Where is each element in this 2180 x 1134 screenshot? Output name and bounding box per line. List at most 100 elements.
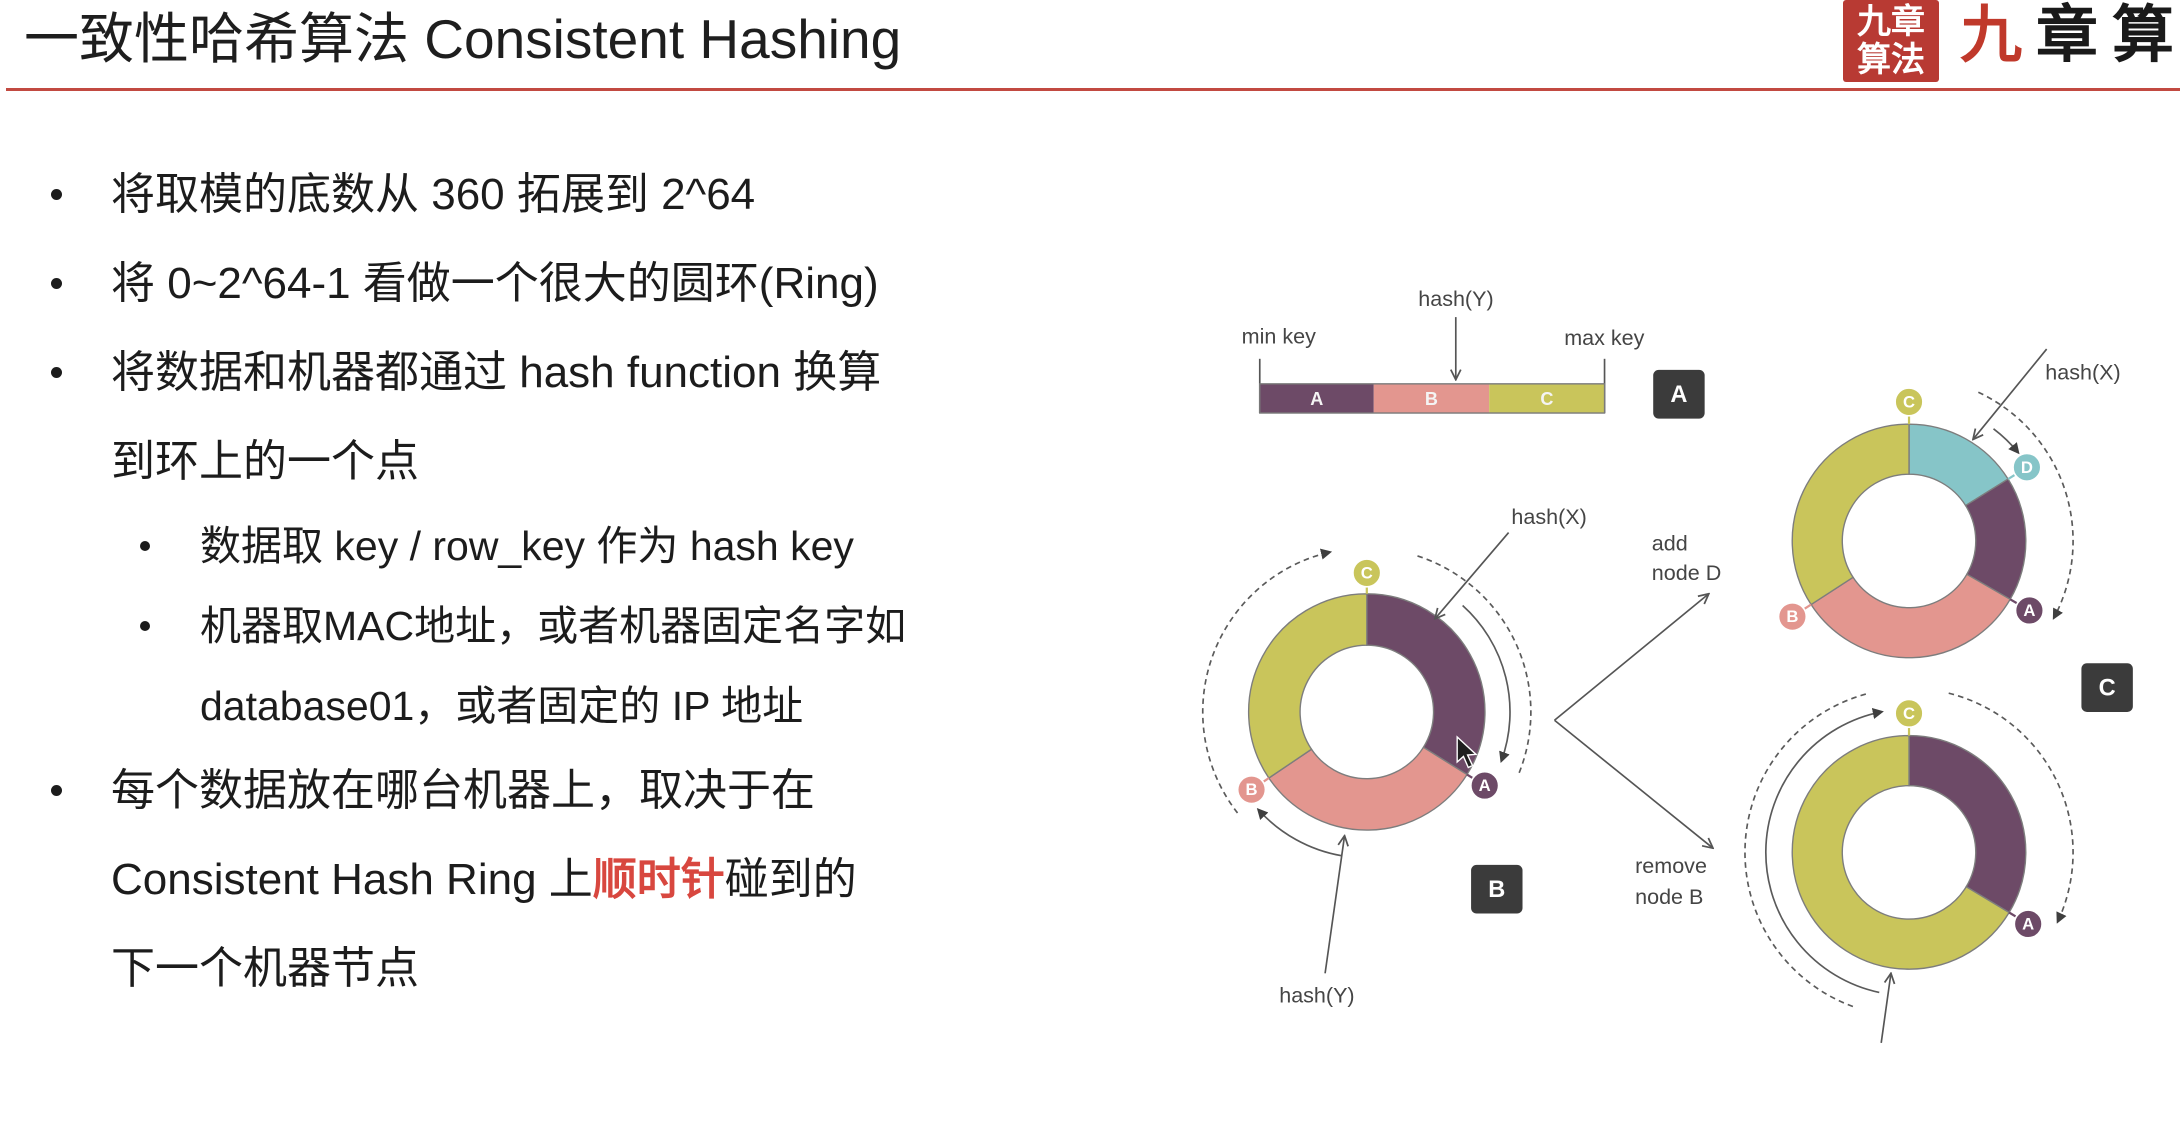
node-a-marker bbox=[2014, 595, 2045, 626]
bullet-text: 将取模的底数从 360 拓展到 2^64 bbox=[111, 170, 756, 219]
min-key-label: min key bbox=[1242, 325, 1316, 349]
highlight-text: 顺时针 bbox=[592, 855, 725, 904]
clockwise-arrow-arc bbox=[1462, 604, 1511, 764]
bullet-text-segment: Consistent Hash Ring 上 bbox=[111, 855, 593, 904]
sub-bullet-dot bbox=[140, 541, 150, 551]
hash-x-arrow bbox=[1973, 348, 2048, 439]
max-key-label: max key bbox=[1564, 326, 1644, 350]
panel-label-c: C bbox=[2099, 675, 2116, 701]
sub-bullet-item: 数据取 key / row_key 作为 hash key bbox=[0, 506, 1120, 586]
bullet-text-continued: 下一个机器节点 bbox=[111, 944, 419, 993]
range-segment-b bbox=[1373, 383, 1490, 414]
sub-bullet-text: 数据取 key / row_key 作为 hash key bbox=[200, 523, 854, 569]
clockwise-arrow-arc bbox=[1764, 708, 1884, 994]
hash-y-label: hash(Y) bbox=[1418, 287, 1493, 311]
hash-x-arrow bbox=[1435, 532, 1510, 619]
node-c-label: C bbox=[1903, 704, 1915, 723]
node-b-label: B bbox=[1246, 780, 1258, 799]
ring-b-segment-c bbox=[1247, 593, 1368, 779]
node-b-marker bbox=[1777, 601, 1808, 632]
node-a-label: A bbox=[2022, 914, 2034, 933]
sub-bullet-text-continued: database01，或者固定的 IP 地址 bbox=[200, 683, 804, 729]
node-c-marker bbox=[1352, 558, 1382, 588]
node-d-marker bbox=[2012, 452, 2042, 483]
bullet-text-continued: Consistent Hash Ring 上顺时针碰到的 bbox=[111, 835, 1120, 924]
node-b-marker-stem bbox=[1262, 777, 1270, 783]
ring-c: C D A B bbox=[1777, 387, 2074, 659]
ring-d-segment-c bbox=[1791, 734, 2011, 970]
ring-b-segment-b bbox=[1267, 746, 1468, 831]
panel-b-annotations: hash(X) hash(Y) B bbox=[1279, 505, 1587, 1007]
ring-d: CA bbox=[1744, 692, 2074, 1008]
panel-label-c-box bbox=[2081, 663, 2133, 712]
hash-y-label: hash(Y) bbox=[1279, 984, 1354, 1008]
logo-wordmark: 九 章 算 bbox=[1960, 0, 2174, 70]
node-a-marker-stem bbox=[1466, 773, 1474, 780]
remove-node-label: remove bbox=[1635, 854, 1707, 878]
remove-node-label: node B bbox=[1635, 885, 1703, 909]
clockwise-dashed-arc bbox=[1948, 692, 2074, 924]
add-node-label: add bbox=[1652, 532, 1688, 556]
ring-d-segment-a bbox=[1908, 734, 2027, 914]
node-c-label: C bbox=[1903, 392, 1915, 411]
bullet-text-continued: 到环上的一个点 bbox=[111, 437, 419, 486]
logo-char: 算 bbox=[2111, 0, 2174, 71]
logo-seal: 九章算法 bbox=[1843, 0, 1939, 82]
logo-char: 九 bbox=[1959, 0, 2022, 71]
clockwise-arrow-arc bbox=[1256, 807, 1342, 857]
hash-y-arrow bbox=[1324, 836, 1344, 974]
add-node-label: node D bbox=[1652, 561, 1721, 585]
bullet-dot bbox=[51, 278, 62, 289]
node-d-label: D bbox=[2021, 458, 2033, 477]
bullet-dot bbox=[51, 189, 62, 200]
bullet-text: 将 0~2^64-1 看做一个很大的圆环(Ring) bbox=[111, 259, 879, 308]
bullet-item: 将 0~2^64-1 看做一个很大的圆环(Ring) bbox=[0, 239, 1120, 328]
bullet-text-segment: 碰到的 bbox=[724, 855, 857, 904]
bullet-item: 将数据和机器都通过 hash function 换算 到环上的一个点 数据取 k… bbox=[0, 328, 1120, 746]
sub-bullet-text: 机器取MAC地址，或者机器固定名字如 bbox=[200, 603, 907, 649]
ring-c-segment-c bbox=[1791, 423, 1910, 606]
bullet-item: 每个数据放在哪台机器上，取决于在 Consistent Hash Ring 上顺… bbox=[0, 746, 1120, 1013]
range-segment-label: C bbox=[1540, 389, 1553, 409]
range-segment-label: A bbox=[1310, 389, 1323, 409]
node-d-marker-stem bbox=[2007, 473, 2016, 480]
transition-arrows: add node D remove node B bbox=[1553, 532, 1721, 909]
node-a-marker-stem bbox=[2008, 911, 2017, 918]
mouse-pointer-icon bbox=[1456, 735, 1478, 769]
panel-label-a-box bbox=[1653, 369, 1705, 419]
node-a-label: A bbox=[1479, 776, 1491, 795]
panel-c-annotations: hash(X) C bbox=[1880, 348, 2133, 1043]
range-segment-label: B bbox=[1425, 389, 1438, 409]
clockwise-arrow-arc bbox=[1993, 428, 2020, 455]
panel-label-b-box bbox=[1471, 864, 1523, 914]
node-b-label: B bbox=[1786, 607, 1798, 626]
bullet-item: 将取模的底数从 360 拓展到 2^64 bbox=[0, 150, 1120, 239]
logo-char: 章 bbox=[2035, 0, 2098, 71]
node-c-marker bbox=[1894, 698, 1924, 729]
panel-label-a: A bbox=[1670, 382, 1687, 408]
logo-seal-text: 九章算法 bbox=[1857, 2, 1925, 80]
clockwise-dashed-arc bbox=[1744, 693, 1867, 1008]
hash-x-label: hash(X) bbox=[1511, 505, 1586, 529]
node-b-marker-stem bbox=[1803, 603, 1812, 611]
hash-y-arrow bbox=[1880, 973, 1891, 1043]
bullet-dot bbox=[51, 785, 62, 796]
consistent-hashing-diagram: A B C min key max key hash(Y) A CABCDABC… bbox=[1201, 287, 2133, 1043]
clockwise-dashed-arc bbox=[1977, 391, 2074, 620]
node-a-marker-stem bbox=[2009, 598, 2018, 605]
hash-x-label: hash(X) bbox=[2045, 361, 2120, 385]
node-a-label: A bbox=[2023, 601, 2035, 620]
bullet-list: 将取模的底数从 360 拓展到 2^64 将 0~2^64-1 看做一个很大的圆… bbox=[0, 150, 1120, 1013]
bullet-text: 每个数据放在哪台机器上，取决于在 bbox=[111, 766, 815, 815]
ring-b: C A B bbox=[1201, 548, 1532, 857]
bullet-dot bbox=[51, 367, 62, 378]
node-c-marker bbox=[1894, 387, 1924, 417]
node-a-marker bbox=[2013, 909, 2043, 939]
add-node-arrow bbox=[1553, 594, 1708, 721]
node-c-label: C bbox=[1361, 563, 1373, 582]
sub-bullet-item: 机器取MAC地址，或者机器固定名字如 database01，或者固定的 IP 地… bbox=[0, 586, 1120, 746]
range-segment-c bbox=[1489, 383, 1605, 414]
title-divider bbox=[6, 88, 2180, 91]
